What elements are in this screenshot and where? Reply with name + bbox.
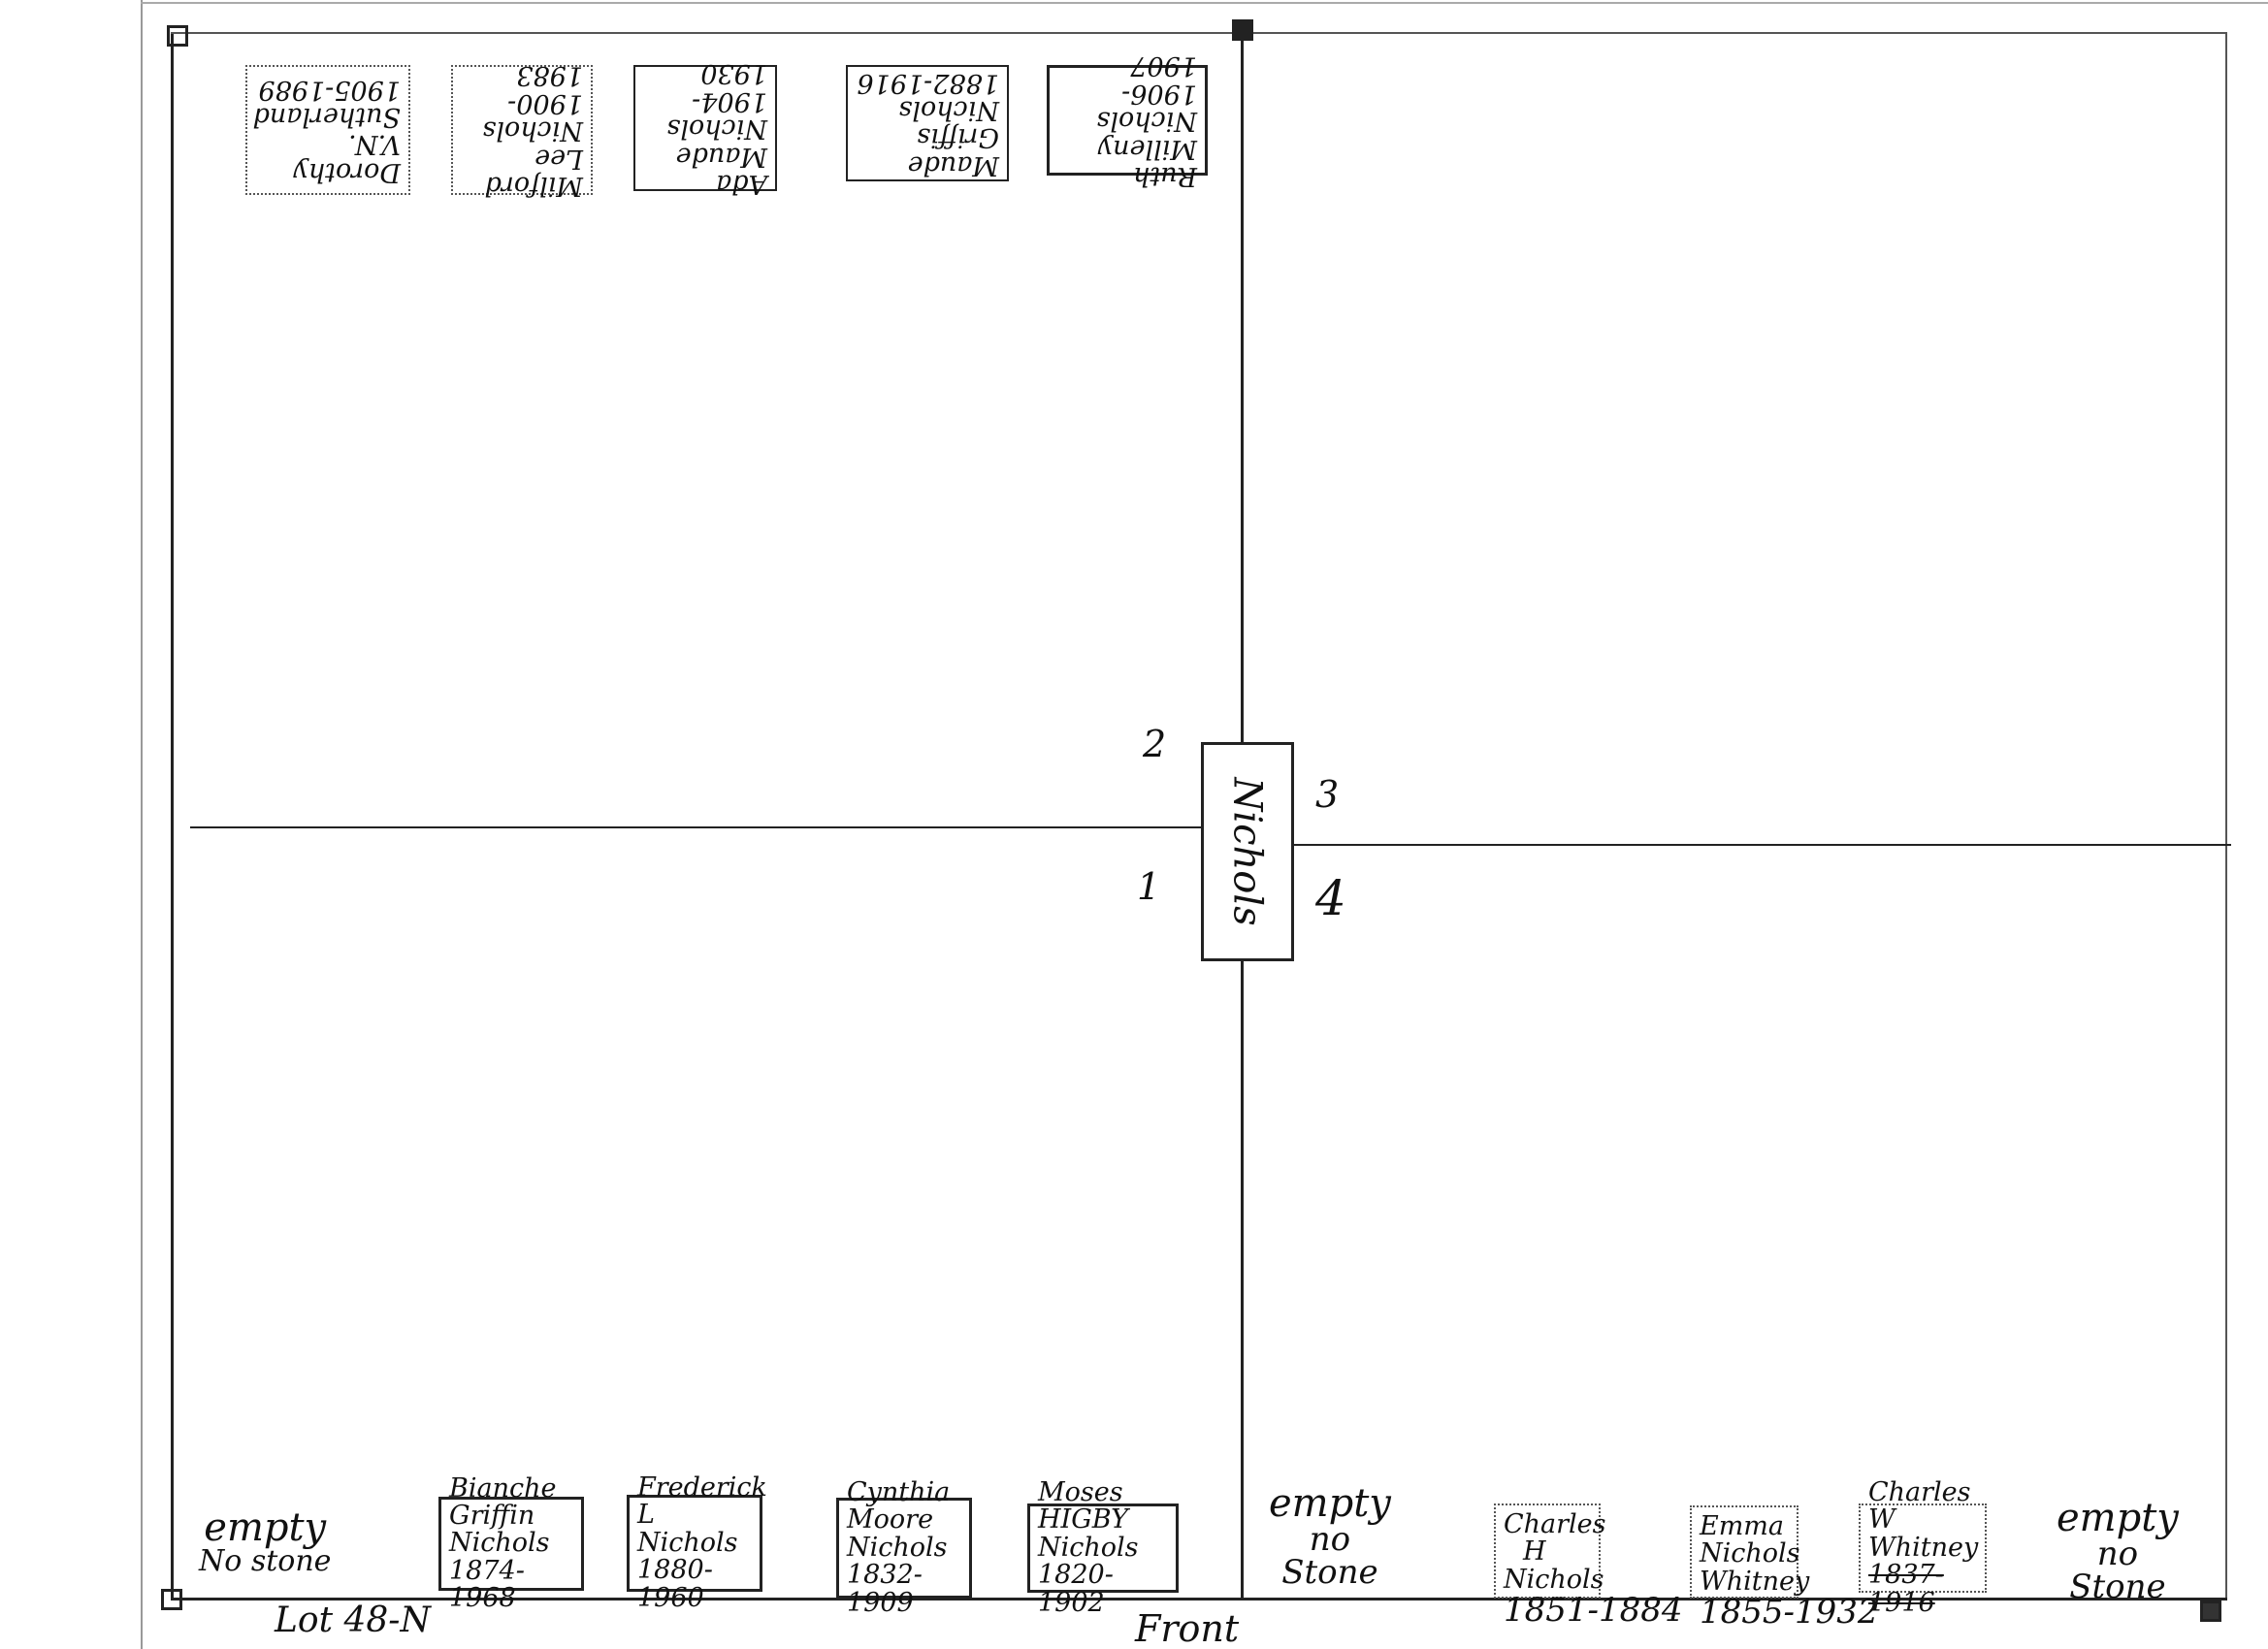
quadrant-number: 3	[1315, 773, 1340, 816]
headstone-line: Ruth	[1133, 160, 1197, 191]
headstone-line: Nichols	[1504, 1564, 1604, 1595]
headstone: Emma Nichols Whitney 1855-1932	[1690, 1505, 1879, 1630]
no-stone-label: Stone	[2069, 1568, 2166, 1606]
headstone: Maude Griffis Nichols 1882-1916	[846, 65, 1009, 181]
headstone-line: Ada Maude	[675, 141, 767, 199]
headstone: Charles W Whitney 1837-1916	[1859, 1478, 1987, 1616]
headstone-line: 1904-1930	[692, 58, 767, 116]
headstone-line: Emma	[1700, 1511, 1785, 1541]
headstone-line: Moses	[1038, 1477, 1123, 1508]
center-horizontal-divider-left	[190, 826, 1242, 828]
front-label: Front	[1135, 1607, 1240, 1649]
headstone-line: Nichols	[1700, 1538, 1800, 1569]
headstone-line: Bianche	[449, 1472, 557, 1504]
plot-border-bottom	[171, 1598, 2227, 1600]
quadrant-number: 4	[1315, 870, 1346, 926]
headstone-line: Griffin	[449, 1500, 535, 1531]
empty-plot-note: empty no Stone	[2057, 1499, 2179, 1603]
center-horizontal-divider-right	[1242, 844, 2231, 846]
family-monument: Nichols	[1201, 742, 1294, 961]
headstone-line: L	[637, 1500, 655, 1531]
headstone-line: Nichols	[449, 1528, 550, 1559]
headstone: Bianche Griffin Nichols 1874-1968	[438, 1474, 584, 1612]
headstone-line: Nichols	[637, 1527, 738, 1558]
lot-label: Lot 48-N	[275, 1600, 431, 1640]
headstone-line: Moore	[847, 1504, 934, 1536]
headstone-line: Dorothy	[293, 156, 401, 187]
no-stone-label: no	[2096, 1535, 2139, 1573]
headstone-line: 1851-1884	[1504, 1591, 1683, 1631]
headstone-line: H	[1523, 1536, 1546, 1568]
empty-label: empty	[1269, 1481, 1391, 1526]
quadrant-number: 1	[1137, 865, 1161, 908]
headstone-line: 1832-1909	[847, 1560, 923, 1618]
no-stone-label: No stone	[199, 1544, 332, 1578]
plot-border-left	[171, 32, 174, 1599]
headstone-line: 1900-1983	[507, 60, 583, 118]
headstone-line: Cynthia	[847, 1477, 951, 1508]
headstone-line: Nichols	[847, 1532, 948, 1563]
headstone-line: 1905-1989	[258, 74, 401, 105]
family-name: Nichols	[1225, 777, 1271, 926]
headstone-line: HIGBY	[1038, 1504, 1128, 1536]
quadrant-number: 2	[1143, 723, 1167, 765]
headstone: Moses HIGBY Nichols 1820-1902	[1027, 1478, 1179, 1616]
page-edge-line	[141, 0, 143, 1649]
headstone-line: Lee	[535, 143, 583, 174]
plot-border-right	[2225, 32, 2227, 1599]
headstone-line: 1820-1902	[1038, 1560, 1114, 1618]
headstone-line: Nichols	[1038, 1532, 1139, 1563]
headstone-line: 1855-1932	[1700, 1593, 1879, 1633]
headstone-line: Whitney	[1700, 1566, 1810, 1597]
headstone-line: W	[1868, 1504, 1895, 1536]
headstone-line: V.N.	[348, 129, 401, 160]
headstone-line: Frederick	[637, 1472, 767, 1504]
headstone-line: 1880-1960	[637, 1555, 713, 1613]
empty-label: empty	[204, 1505, 327, 1550]
headstone-line: Whitney	[1868, 1532, 1979, 1563]
corner-marker	[167, 25, 188, 47]
headstone-line: Nichols	[482, 115, 583, 146]
headstone-line: 1882-1916	[857, 67, 999, 98]
headstone: Frederick L Nichols 1880-1960	[627, 1473, 767, 1611]
headstone: Cynthia Moore Nichols 1832-1909	[836, 1478, 972, 1616]
headstone: Dorothy V.N. Sutherland 1905-1989	[245, 65, 410, 195]
empty-plot-note: empty No stone	[199, 1508, 331, 1576]
headstone-line: Maude Griffis	[907, 122, 999, 180]
plot-border-top	[171, 32, 2227, 34]
headstone: Ada Maude Nichols 1904-1930	[633, 58, 777, 199]
headstone-line: Nichols	[666, 113, 767, 145]
page-top-edge	[141, 2, 2268, 4]
headstone-line: 1874-1968	[449, 1555, 525, 1614]
corner-marker	[2200, 1600, 2221, 1622]
corner-marker	[1232, 19, 1253, 41]
headstone-line: Milleny	[1097, 133, 1197, 164]
headstone: Ruth Milleny Nichols 1906-1907	[1047, 50, 1208, 191]
headstone-line: 1906-1907	[1121, 50, 1197, 109]
headstone-line: Milford	[484, 170, 583, 201]
no-stone-label: no	[1309, 1520, 1351, 1559]
empty-label: empty	[2057, 1496, 2179, 1540]
corner-marker	[161, 1589, 182, 1610]
no-stone-label: Stone	[1281, 1553, 1378, 1592]
headstone: Milford Lee Nichols 1900-1983	[451, 60, 593, 201]
headstone-line: Nichols	[898, 95, 999, 125]
headstone-line: Nichols	[1096, 106, 1197, 137]
headstone-line: Charles	[1868, 1477, 1971, 1508]
headstone-line: 1837-1916	[1868, 1560, 1944, 1618]
empty-plot-note: empty no Stone	[1269, 1484, 1391, 1589]
headstone: Charles H Nichols 1851-1884	[1494, 1504, 1683, 1628]
headstone-line: Charles	[1504, 1509, 1606, 1539]
headstone-line: Sutherland	[252, 102, 401, 132]
